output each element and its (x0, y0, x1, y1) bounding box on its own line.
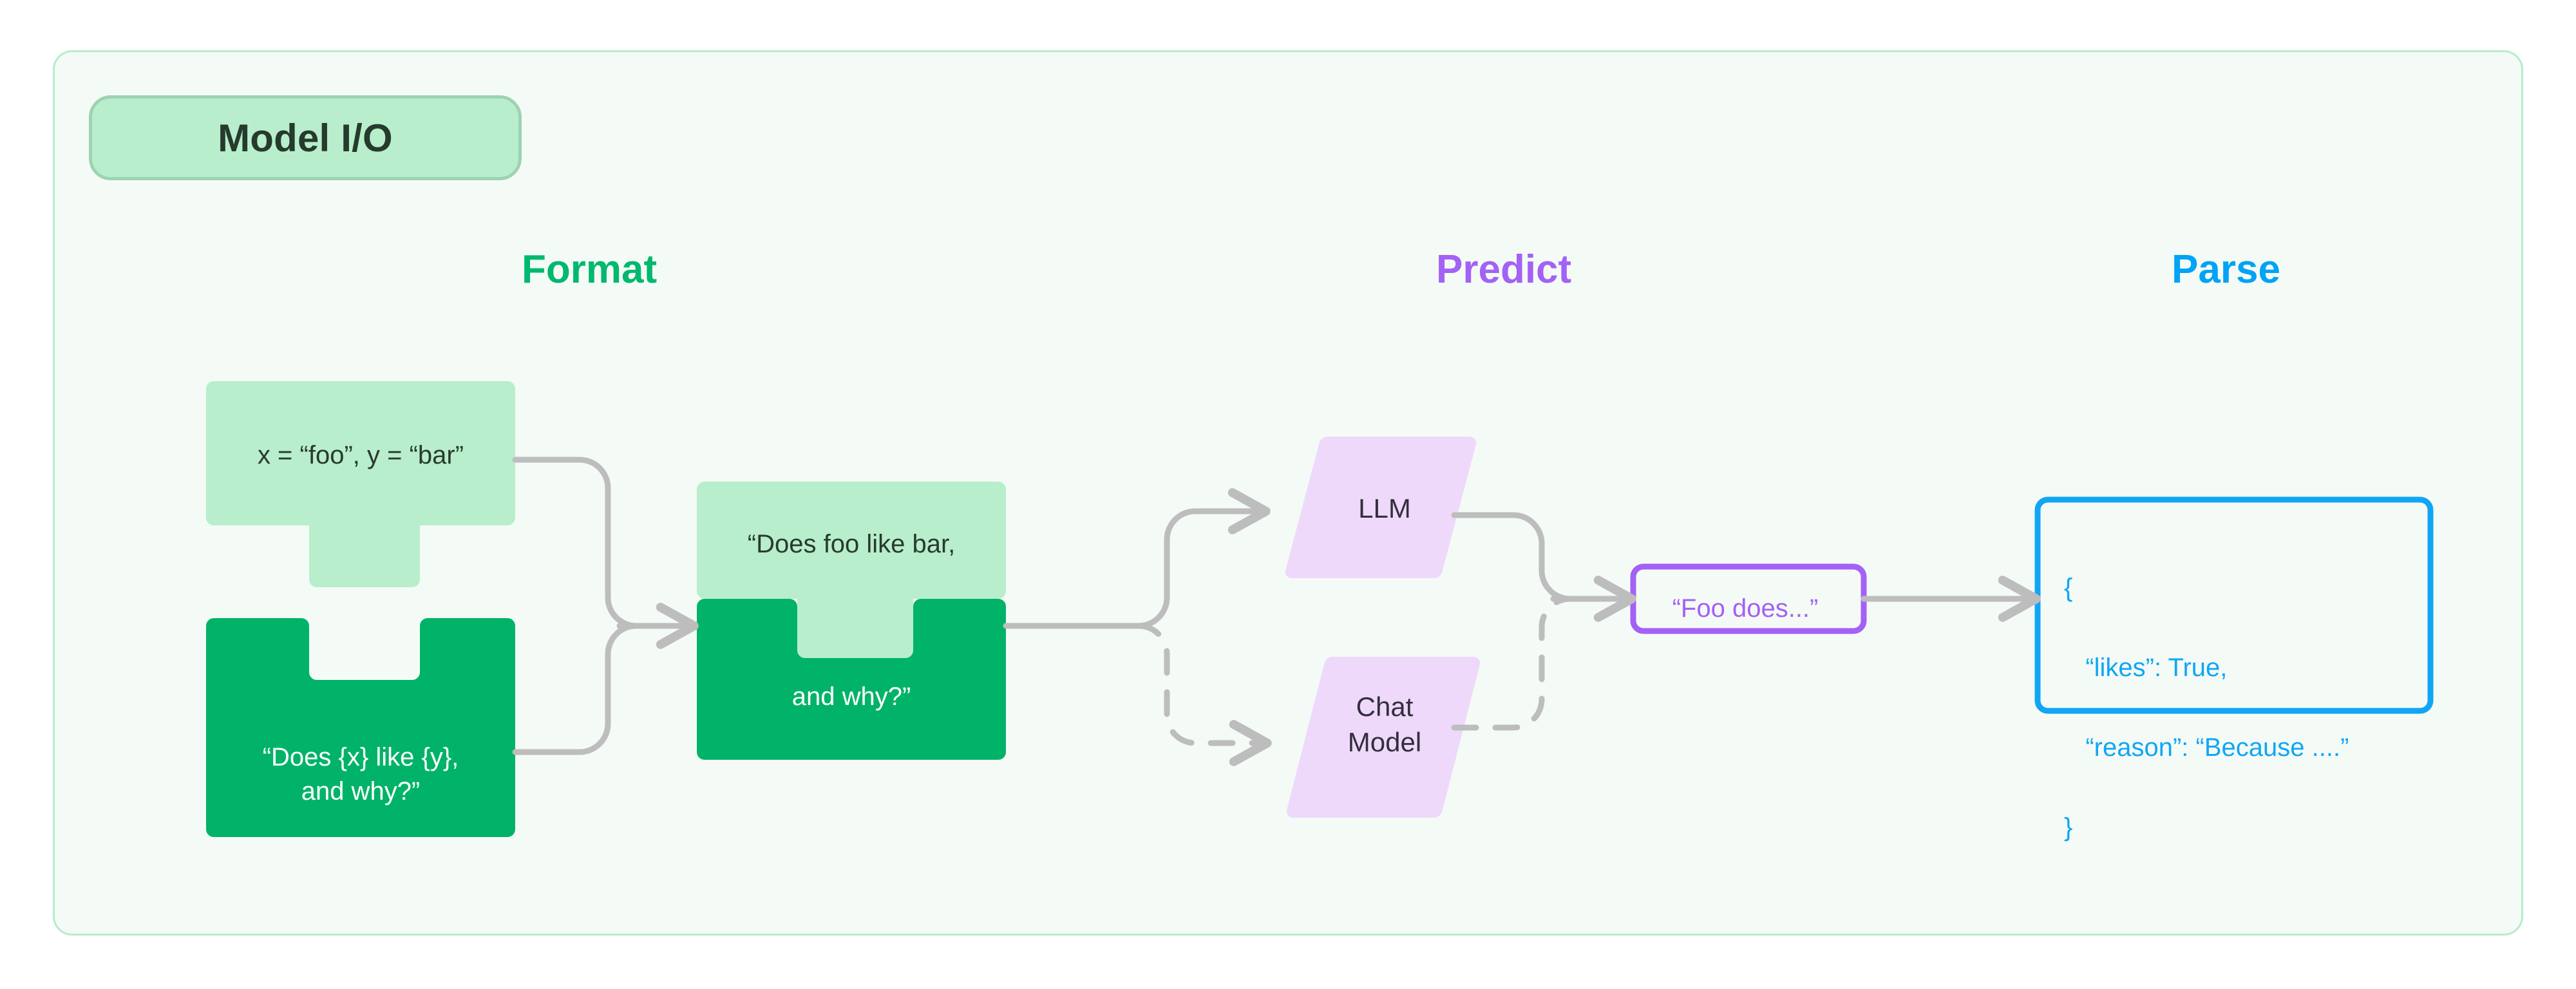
column-title-parse: Parse (2172, 247, 2280, 292)
model-io-badge-label: Model I/O (218, 116, 393, 160)
merged-block-bottom-shape (697, 599, 1006, 760)
column-title-format: Format (522, 247, 658, 292)
connector-to-chat-model (1135, 623, 1272, 766)
connector-variables-to-merged (512, 457, 639, 629)
column-title-predict: Predict (1436, 247, 1572, 292)
chat-model-parallelogram-shape (1286, 656, 1481, 818)
template-block-shape (206, 618, 515, 837)
parsed-json-box-shape (2034, 496, 2434, 714)
connector-template-to-merged (512, 623, 639, 755)
variables-block-shape (206, 381, 515, 587)
connector-to-llm (1135, 488, 1271, 629)
connector-llm-to-output (1451, 512, 1573, 602)
merged-block-top-shape (697, 482, 1006, 658)
llm-output-box-shape (1630, 563, 1867, 634)
model-io-badge: Model I/O (89, 95, 522, 180)
connector-chat-model-to-output (1451, 596, 1573, 731)
llm-parallelogram-shape (1285, 436, 1477, 579)
